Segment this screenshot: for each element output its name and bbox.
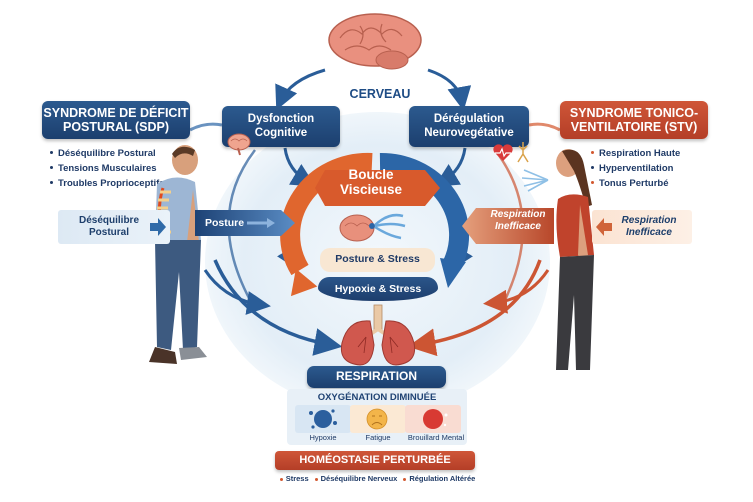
arrow-brain-to-dysfonction [275, 68, 326, 111]
posture-stress-band [320, 248, 435, 272]
list-item: Stress [279, 474, 309, 483]
stv-title-box: SYNDROME TONICO-VENTILATOIRE (STV) [560, 101, 708, 139]
stv-title-line2: VENTILATOIRE (STV) [570, 120, 698, 134]
hypoxie-stress-label: Hypoxie & Stress [318, 277, 438, 301]
woman-figure [556, 149, 594, 370]
brouillard-label: Brouillard Mental [407, 433, 465, 442]
loop-orange-arrowhead [290, 268, 318, 297]
respiration-arrow-shape [462, 208, 554, 244]
stv-connector [528, 122, 561, 132]
arrow-left-icon [596, 218, 612, 236]
loop-blue-segment [379, 152, 470, 270]
sdp-title-line1: SYNDROME DE DÉFICIT [43, 105, 189, 120]
posture-stress-label: Posture & Stress [335, 253, 420, 265]
list-item: Troubles Proprioceptifs [50, 176, 165, 191]
arrow-right-to-lungs [407, 259, 542, 357]
posture-arrow-label: Posture [205, 217, 245, 229]
loop-orange-segment [280, 152, 373, 276]
hypoxie-label: Hypoxie [309, 433, 337, 442]
list-item: Déséquilibre Nerveux [314, 474, 397, 483]
homeostasis-title-box: HOMÉOSTASIE PERTURBÉE [275, 451, 475, 470]
brain-icon [328, 13, 422, 70]
arrow-right-lower [483, 269, 550, 314]
small-brain-icon [227, 133, 251, 156]
loop-brain-icon [339, 213, 406, 242]
list-item: Tonus Perturbé [591, 176, 680, 191]
arrow-right-icon [150, 218, 166, 236]
homeostasis-list: Stress Déséquilibre Nerveux Régulation A… [265, 474, 490, 483]
stv-symptom-list: Respiration Haute Hyperventilation Tonus… [591, 146, 680, 191]
arrow-brain-to-deregulation [427, 68, 472, 111]
sdp-symptom-list: Déséquilibre Postural Tensions Musculair… [50, 146, 165, 191]
arrow-left-to-lungs [213, 259, 343, 356]
list-item: Respiration Haute [591, 146, 680, 161]
man-figure [149, 145, 207, 364]
stv-title-line1: SYNDROME TONICO- [569, 105, 699, 120]
fatigue-icon [366, 408, 388, 430]
list-item: Régulation Altérée [403, 474, 475, 483]
fatigue-label: Fatigue [365, 433, 391, 442]
sdp-title-line2: POSTURAL (SDP) [62, 120, 170, 134]
lungs-icon [340, 304, 416, 366]
heart-icon [493, 144, 513, 161]
breath-icon [521, 169, 549, 192]
loop-title-banner [315, 170, 440, 206]
brain-label: CERVEAU [349, 87, 411, 101]
sdp-connector [189, 122, 223, 132]
nerve-icon [517, 142, 529, 163]
posture-arrow-shape [195, 210, 295, 236]
brain-fog-icon [423, 409, 448, 429]
list-item: Déséquilibre Postural [50, 146, 165, 161]
loop-blue-arrowhead [440, 258, 466, 288]
list-item: Tensions Musculaires [50, 161, 165, 176]
respiration-title-box: RESPIRATION [307, 366, 446, 388]
oxygenation-title: OXYGÉNATION DIMINUÉE [317, 392, 437, 403]
arrow-left-lower [203, 269, 271, 315]
hypoxie-icon [309, 409, 337, 429]
list-item: Hyperventilation [591, 161, 680, 176]
